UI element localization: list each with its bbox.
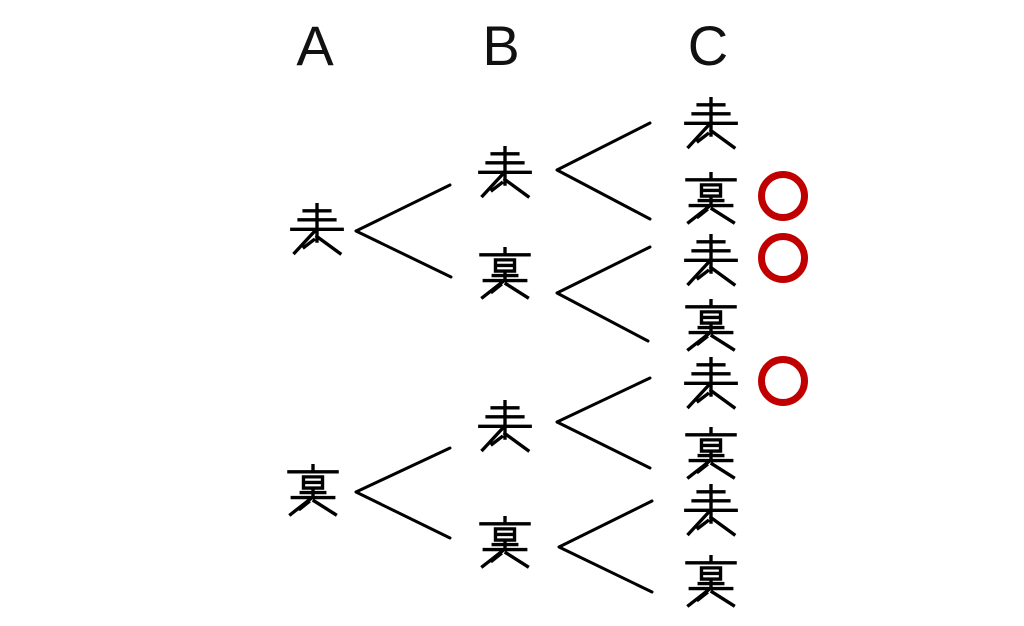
column-header-a: A bbox=[296, 14, 334, 77]
leaf-1-omote bbox=[683, 97, 739, 153]
branch-a1 bbox=[354, 183, 453, 279]
leaf-8-ura bbox=[683, 555, 739, 611]
mark-circle-3 bbox=[758, 233, 808, 283]
node-b2-ura bbox=[477, 247, 533, 303]
column-header-c: C bbox=[687, 14, 729, 77]
branch-b2 bbox=[555, 245, 652, 343]
node-b4-ura bbox=[477, 516, 533, 572]
mark-circle-5 bbox=[758, 356, 808, 406]
leaf-5-omote bbox=[683, 357, 739, 413]
leaf-3-omote bbox=[683, 234, 739, 290]
branch-a2 bbox=[354, 446, 452, 540]
leaf-5 bbox=[683, 356, 863, 413]
node-b3-omote bbox=[477, 400, 533, 456]
branch-b1 bbox=[555, 121, 652, 221]
branch-b4 bbox=[557, 499, 654, 594]
node-b1-omote bbox=[477, 146, 533, 202]
leaf-3 bbox=[683, 233, 863, 290]
leaf-4 bbox=[683, 299, 863, 355]
leaf-7-omote bbox=[683, 484, 739, 540]
column-header-b: B bbox=[482, 14, 520, 77]
node-a1-omote bbox=[289, 203, 345, 259]
branch-b3 bbox=[555, 376, 652, 470]
leaf-4-ura bbox=[683, 299, 739, 355]
leaf-6-ura bbox=[683, 427, 739, 483]
leaf-2 bbox=[683, 171, 863, 228]
leaf-8 bbox=[683, 555, 863, 611]
node-a2-ura bbox=[285, 464, 341, 520]
leaf-2-ura bbox=[683, 172, 739, 228]
leaf-1 bbox=[683, 97, 863, 153]
mark-circle-2 bbox=[758, 171, 808, 221]
leaf-7 bbox=[683, 484, 863, 540]
leaf-6 bbox=[683, 427, 863, 483]
